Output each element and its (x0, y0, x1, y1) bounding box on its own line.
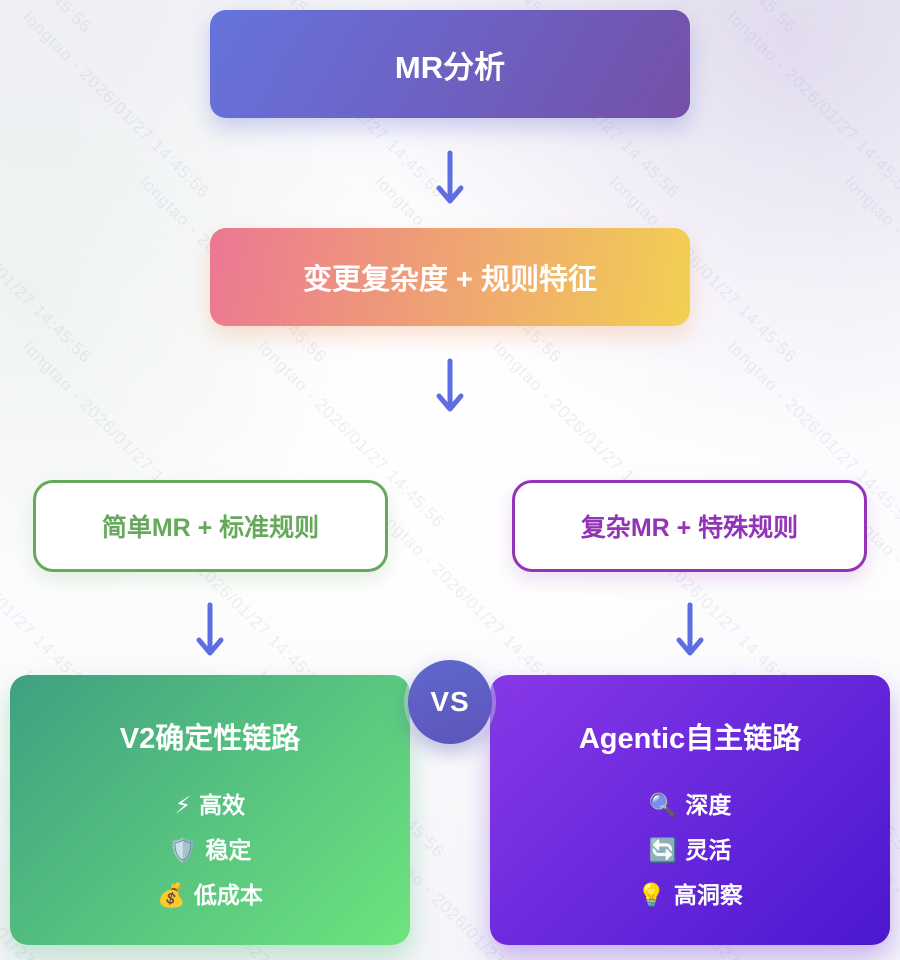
watermark-text: longtao - 2026/01/27 14:45:56 (19, 7, 214, 202)
watermark-text: longtao - 2026/01/27 14:45:56 (840, 0, 900, 38)
card-v2-item-low-cost: 💰 低成本 (10, 873, 410, 918)
card-v2-item-low-cost-label: 低成本 (193, 882, 263, 908)
card-v2-item-efficient-label: 高效 (199, 792, 246, 818)
card-v2-item-efficient: ⚡ 高效 (10, 783, 410, 828)
card-agentic-item-insight-label: 高洞察 (673, 882, 743, 908)
card-agentic-item-insight: 💡 高洞察 (490, 873, 890, 918)
watermark-text: longtao - 2026/01/27 14:45:56 (0, 172, 96, 367)
arrow-down-2 (433, 358, 467, 416)
node-mr-analysis-label: MR分析 (394, 49, 506, 85)
vs-badge-label: VS (430, 686, 470, 717)
watermark-text: longtao - 2026/01/27 14:45:56 (841, 172, 900, 366)
shield-icon: 🛡️ (168, 837, 198, 863)
card-v2-item-stable: 🛡️ 稳定 (10, 828, 410, 873)
card-v2-item-stable-label: 稳定 (205, 837, 252, 863)
arrow-down-left (193, 602, 227, 660)
card-agentic-item-depth: 🔍 深度 (490, 783, 890, 828)
arrow-down-right (673, 602, 707, 660)
node-mr-analysis: MR分析 (210, 10, 690, 118)
card-agentic-item-depth-label: 深度 (685, 792, 732, 818)
magnifier-icon: 🔍 (648, 792, 678, 818)
watermark-text: longtao - 2026/01/27 14:45:56 (0, 0, 95, 38)
card-agentic-item-flexible: 🔄 灵活 (490, 828, 890, 873)
node-complex-mr: 复杂MR + 特殊规则 (512, 480, 867, 572)
node-simple-mr-label: 简单MR + 标准规则 (101, 514, 320, 542)
card-v2-chain-title: V2确定性链路 (119, 723, 301, 755)
money-bag-icon: 💰 (157, 882, 186, 908)
watermark-text: longtao - 2026/01/27 14:45:56 (724, 7, 900, 202)
node-complex-mr-label: 复杂MR + 特殊规则 (580, 514, 799, 542)
card-agentic-chain-title: Agentic自主链路 (578, 723, 802, 755)
card-v2-chain: V2确定性链路 ⚡ 高效 🛡️ 稳定 💰 低成本 (10, 675, 410, 945)
arrow-down-1 (433, 150, 467, 208)
card-agentic-item-flexible-label: 灵活 (685, 837, 732, 863)
node-change-complexity: 变更复杂度 + 规则特征 (210, 228, 690, 326)
refresh-icon: 🔄 (648, 837, 678, 863)
card-agentic-chain: Agentic自主链路 🔍 深度 🔄 灵活 💡 高洞察 (490, 675, 890, 945)
node-simple-mr: 简单MR + 标准规则 (33, 480, 388, 572)
vs-badge: VS (408, 660, 492, 744)
lightning-icon: ⚡ (174, 792, 192, 818)
lightbulb-icon: 💡 (637, 882, 666, 908)
node-change-complexity-label: 变更复杂度 + 规则特征 (302, 264, 598, 296)
